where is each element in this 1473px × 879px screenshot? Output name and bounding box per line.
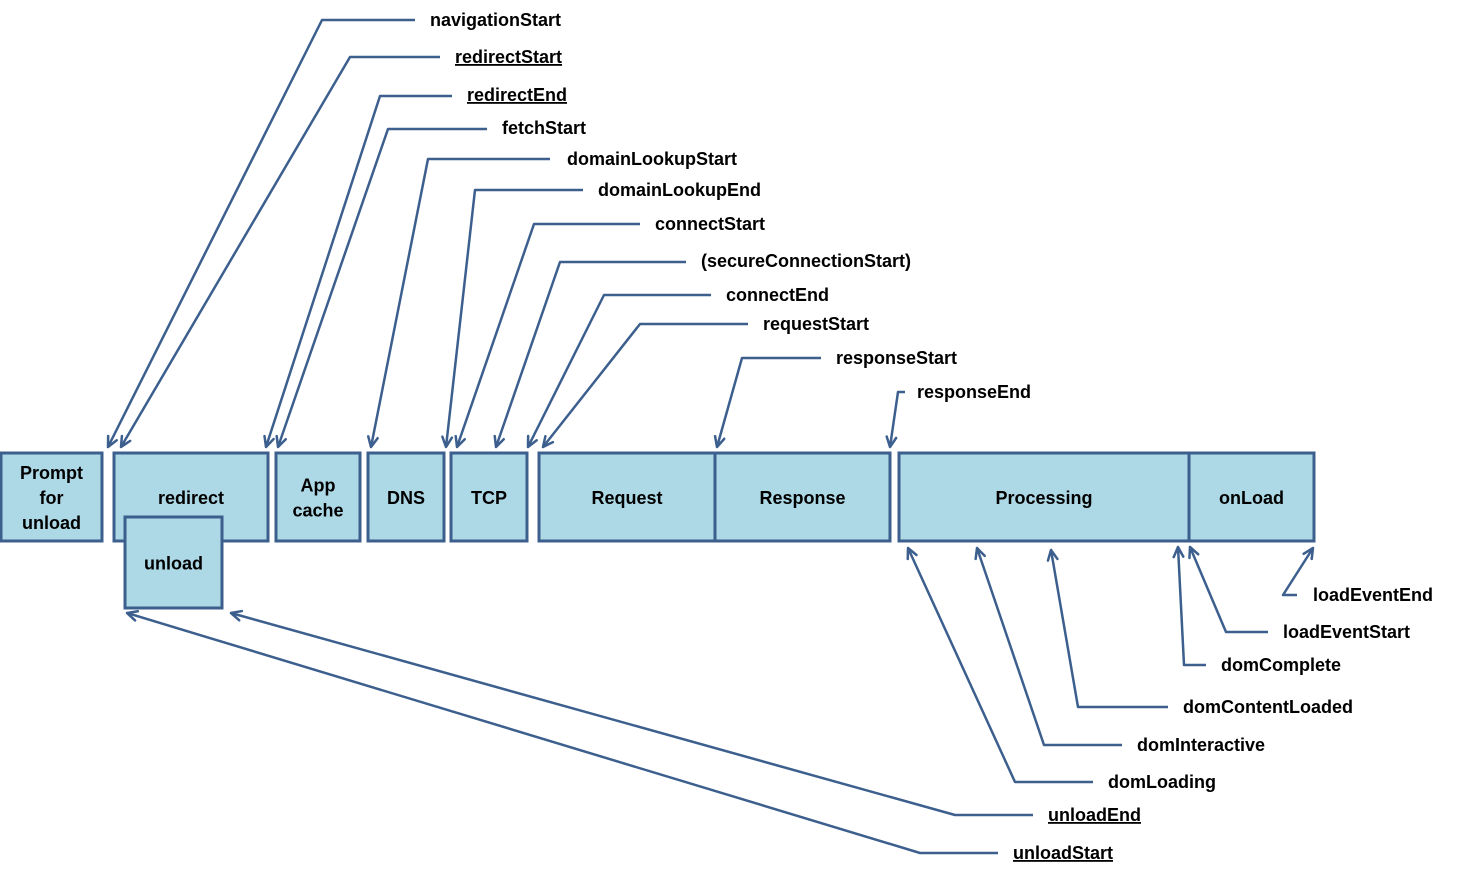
phase-label-tcp: TCP: [471, 488, 507, 508]
arrowhead-loadEventStart: [1188, 545, 1200, 560]
event-label-domainLookupEnd: domainLookupEnd: [598, 180, 761, 200]
event-label-requestStart: requestStart: [763, 314, 869, 334]
event-label-redirectStart: redirectStart: [455, 47, 562, 67]
phase-label-dns: DNS: [387, 488, 425, 508]
arrowhead-responseEnd: [885, 435, 898, 449]
phase-box-response: [713, 451, 892, 543]
leader-fetchStart: [276, 127, 487, 448]
leader-redirectEnd: [264, 94, 452, 448]
arrowhead-domContentLoaded: [1046, 548, 1059, 562]
leader-unloadEnd: [230, 611, 1033, 817]
phase-box-tcp: [449, 451, 529, 543]
phase-label-appcache: cache: [292, 501, 343, 521]
phase-box-prompt: [0, 451, 104, 543]
arrowhead-domainLookupEnd: [441, 435, 454, 449]
event-label-connectStart: connectStart: [655, 214, 765, 234]
phase-onload: onLoad: [1187, 451, 1316, 543]
phase-processing: Processing: [897, 451, 1191, 543]
phase-box-dns: [366, 451, 446, 543]
arrowhead-fetchStart: [275, 434, 288, 449]
arrowhead-domInteractive: [974, 546, 986, 561]
arrowhead-redirectStart: [119, 434, 132, 449]
leader-connectStart: [455, 222, 640, 448]
phase-label-onload: onLoad: [1219, 488, 1284, 508]
phase-prompt: Prompt for unload: [0, 451, 104, 543]
phase-label-response: Response: [759, 488, 845, 508]
phase-box-onload: [1187, 451, 1316, 543]
phase-dns: DNS: [366, 451, 446, 543]
event-labels: navigationStart redirectStart redirectEnd f…: [430, 10, 1433, 863]
phase-label-appcache: App: [301, 476, 336, 496]
leader-unloadStart: [126, 611, 998, 855]
leader-domainLookupStart: [369, 157, 550, 448]
arrowhead-domComplete: [1172, 545, 1185, 559]
arrowhead-responseStart: [713, 434, 726, 449]
event-label-domComplete: domComplete: [1221, 655, 1341, 675]
phase-tcp: TCP: [449, 451, 529, 543]
arrowhead-loadEventEnd: [1302, 546, 1315, 561]
phase-box-request: [537, 451, 717, 543]
event-label-loadEventStart: loadEventStart: [1283, 622, 1410, 642]
phase-label-prompt: Prompt: [20, 463, 83, 483]
leader-redirectStart: [119, 55, 440, 448]
arrowhead-domainLookupStart: [366, 435, 379, 449]
event-label-domContentLoaded: domContentLoaded: [1183, 697, 1353, 717]
leader-lines: [106, 18, 1315, 855]
phase-unload: unload: [123, 515, 224, 610]
leader-domComplete: [1176, 546, 1206, 667]
leader-responseEnd: [888, 390, 905, 448]
leader-domLoading: [906, 547, 1093, 784]
arrowhead-unloadEnd: [229, 609, 244, 622]
event-label-redirectEnd: redirectEnd: [467, 85, 567, 105]
leader-domInteractive: [975, 547, 1122, 747]
event-label-domInteractive: domInteractive: [1137, 735, 1265, 755]
event-label-responseStart: responseStart: [836, 348, 957, 368]
leader-secureConnectionStart: [494, 260, 686, 448]
event-label-unloadStart: unloadStart: [1013, 843, 1113, 863]
arrowhead-navigationStart: [106, 434, 118, 449]
phase-label-prompt: unload: [22, 513, 81, 533]
event-label-unloadEnd: unloadEnd: [1048, 805, 1141, 825]
phase-appcache: App cache: [274, 451, 362, 543]
event-label-navigationStart: navigationStart: [430, 10, 561, 30]
phase-box-unload: [123, 515, 224, 610]
event-label-domLoading: domLoading: [1108, 772, 1216, 792]
phase-request: Request: [537, 451, 717, 543]
leader-domainLookupEnd: [444, 188, 583, 448]
phase-label-unload: unload: [144, 554, 203, 574]
phase-label-processing: Processing: [995, 488, 1092, 508]
event-label-domainLookupStart: domainLookupStart: [567, 149, 737, 169]
arrowhead-requestStart: [541, 435, 555, 449]
event-label-connectEnd: connectEnd: [726, 285, 829, 305]
phase-label-prompt: for: [40, 488, 64, 508]
leader-loadEventEnd: [1281, 547, 1315, 597]
phase-box-appcache: [274, 451, 362, 543]
arrowhead-connectEnd: [526, 434, 538, 449]
event-label-fetchStart: fetchStart: [502, 118, 586, 138]
leader-navigationStart: [106, 18, 415, 448]
event-label-responseEnd: responseEnd: [917, 382, 1031, 402]
phase-response: Response: [713, 451, 892, 543]
leader-responseStart: [715, 356, 821, 448]
phase-label-request: Request: [591, 488, 662, 508]
leader-loadEventStart: [1188, 546, 1268, 634]
event-label-loadEventEnd: loadEventEnd: [1313, 585, 1433, 605]
leader-connectEnd: [526, 293, 711, 448]
phase-boxes: Prompt for unload redirect App cache DNS TCP Req…: [0, 451, 1316, 610]
arrowhead-secureConnectionStart: [493, 434, 506, 449]
leader-requestStart: [542, 322, 748, 448]
arrowhead-redirectEnd: [263, 434, 275, 449]
phase-box-processing: [897, 451, 1191, 543]
arrowhead-unloadStart: [125, 610, 140, 622]
phase-label-redirect: redirect: [158, 488, 224, 508]
arrowhead-domLoading: [906, 546, 918, 561]
arrowhead-connectStart: [454, 434, 467, 449]
event-label-secureConnectionStart: (secureConnectionStart): [701, 251, 911, 271]
leader-domContentLoaded: [1049, 549, 1168, 709]
